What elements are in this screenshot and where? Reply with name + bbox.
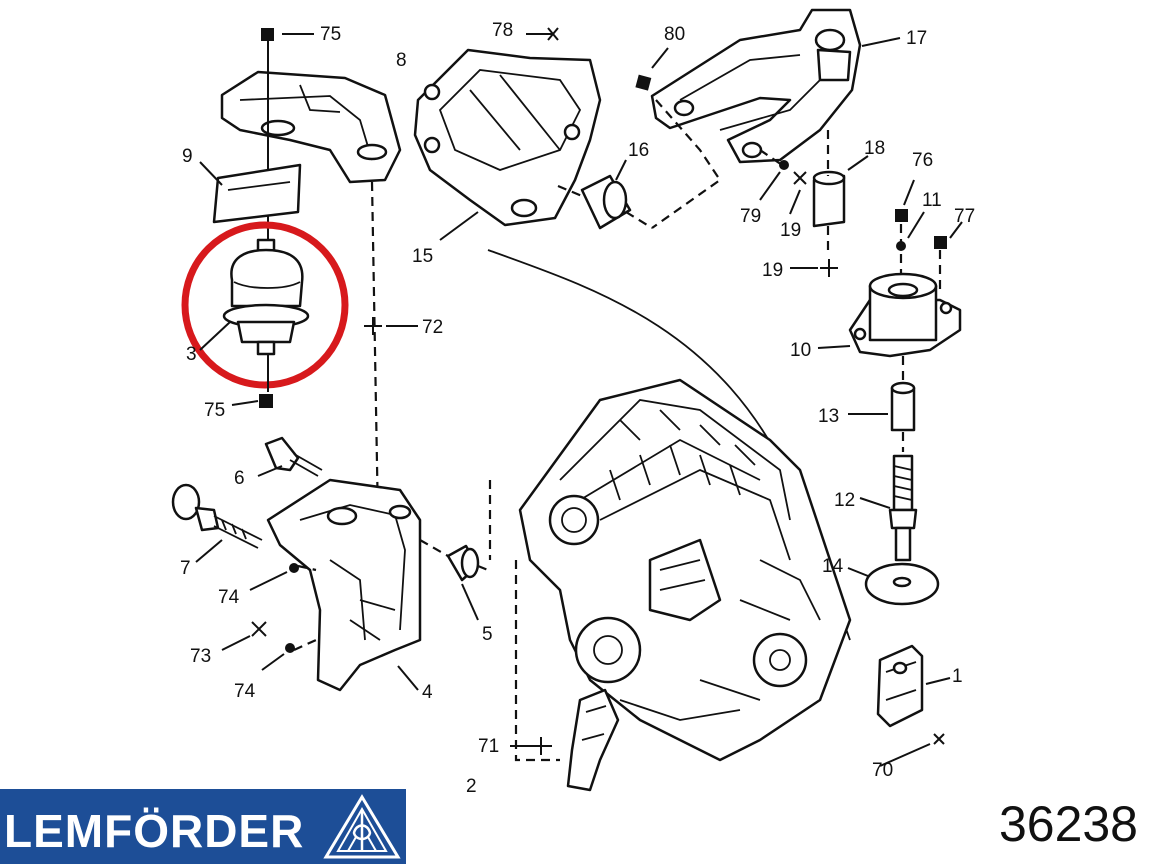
label-19-b: 19 [762, 260, 783, 281]
fastener-19-a [793, 171, 807, 185]
label-12: 12 [834, 490, 855, 511]
part-1-bracket [876, 644, 924, 728]
label-3: 3 [186, 344, 197, 365]
part-16-bush [580, 174, 632, 230]
label-75-bottom: 75 [204, 400, 225, 421]
label-79: 79 [740, 206, 761, 227]
part-6-stud [264, 436, 323, 477]
part-2-bracket [566, 688, 620, 792]
label-73: 73 [190, 646, 211, 667]
part-8-upper-bracket [220, 70, 402, 184]
part-13-spacer [890, 381, 916, 432]
label-76: 76 [912, 150, 933, 171]
label-16: 16 [628, 140, 649, 161]
brand-name: LEMFÖRDER [4, 805, 305, 857]
fastener-79 [779, 160, 789, 170]
label-5: 5 [482, 624, 493, 645]
part-14-washer [864, 562, 940, 606]
part-15-gearbox-bracket [413, 48, 602, 227]
label-11: 11 [922, 190, 942, 211]
part-10-right-mount [848, 272, 962, 358]
fastener-80 [635, 74, 652, 91]
fastener-73 [251, 621, 267, 637]
label-9: 9 [182, 146, 193, 167]
fastener-75-top [261, 28, 274, 41]
part-17-link [650, 8, 862, 164]
label-19-a: 19 [780, 220, 801, 241]
part-18-sleeve [812, 170, 846, 228]
label-70: 70 [872, 760, 893, 781]
lemforder-a-logo-icon [323, 794, 401, 859]
label-74-a: 74 [218, 587, 240, 608]
part-3-engine-mount [222, 238, 310, 356]
fastener-75-bottom [259, 394, 273, 408]
engine-block [518, 378, 852, 762]
dashed-axis-72 [370, 181, 380, 521]
part-12-stud [888, 454, 918, 562]
label-8: 8 [396, 50, 407, 71]
fastener-74-b [285, 643, 295, 653]
label-7: 7 [180, 558, 191, 579]
part-4-lower-bracket [266, 478, 422, 692]
part-9-plate [212, 163, 302, 224]
fastener-77 [934, 236, 947, 249]
fastener-74-a [289, 563, 299, 573]
label-15: 15 [412, 246, 433, 267]
part-5-bush [446, 544, 480, 582]
label-78: 78 [492, 20, 513, 41]
fastener-76 [895, 209, 908, 222]
label-2: 2 [466, 776, 477, 797]
part-number: 36238 [998, 796, 1138, 852]
label-75-top: 75 [320, 24, 341, 45]
label-77: 77 [954, 206, 975, 227]
label-80: 80 [664, 24, 685, 45]
label-74-b: 74 [234, 681, 256, 702]
label-13: 13 [818, 406, 839, 427]
label-18: 18 [864, 138, 885, 159]
fastener-70 [933, 733, 945, 745]
label-4: 4 [422, 682, 433, 703]
label-6: 6 [234, 468, 245, 489]
label-72: 72 [422, 317, 443, 338]
label-14: 14 [822, 556, 844, 577]
label-71: 71 [478, 736, 499, 757]
label-17: 17 [906, 28, 927, 49]
label-1: 1 [952, 666, 963, 687]
highlight-circle [181, 221, 349, 389]
part-7-bolt [171, 483, 263, 549]
label-10: 10 [790, 340, 811, 361]
